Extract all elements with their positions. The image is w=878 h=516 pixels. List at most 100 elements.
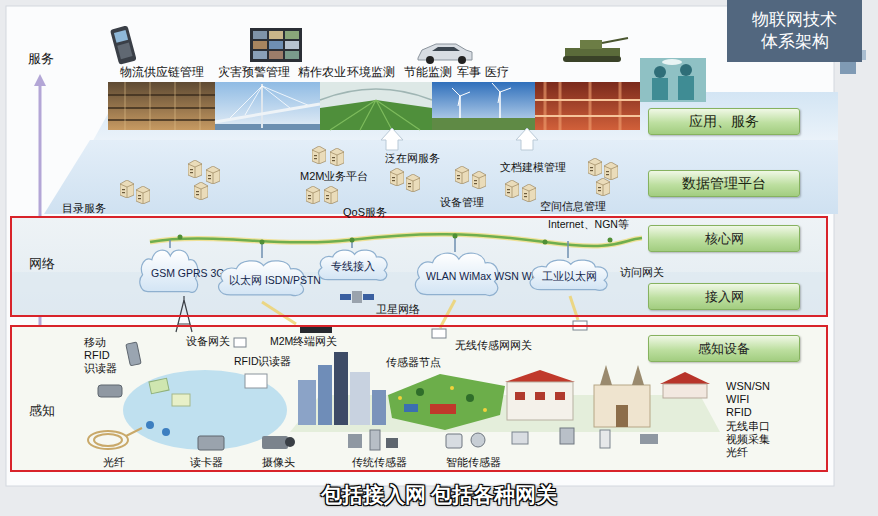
car-icon (418, 44, 472, 64)
annotation-label: 访问网关 (620, 266, 664, 278)
network-cloud: 专线接入 (314, 245, 392, 285)
server-icon (390, 168, 404, 186)
monitor-wall-icon (253, 51, 267, 59)
sensor-field (450, 386, 454, 390)
annotation-label: 泛在网服务 (385, 152, 440, 165)
church-building (616, 405, 628, 427)
upward-arrow (516, 128, 538, 150)
factory-photo (535, 100, 640, 116)
medical-photo (640, 58, 706, 102)
server-icon (522, 184, 536, 202)
satellite-icon (363, 294, 374, 300)
layer-axis-arrow (34, 74, 46, 86)
windfarm-photo (432, 82, 535, 130)
city-buildings (298, 352, 386, 425)
medical-photo (654, 66, 666, 78)
monitor-wall-icon (285, 41, 299, 49)
caption-text: 包括接入网 包括各种网关 (321, 481, 558, 509)
sensor-icons (348, 434, 362, 448)
sensor-field (430, 404, 456, 414)
house-building (660, 372, 710, 398)
sensor-field (483, 408, 487, 412)
server-icon (136, 186, 150, 204)
monitor-wall-icon (253, 41, 267, 49)
annotation-label: 设备网关 (186, 335, 230, 347)
annotation-label: 摄像头 (262, 456, 295, 469)
title-text: 物联网技术 体系架构 (745, 9, 845, 53)
handheld-scanner-icon (114, 30, 128, 43)
factory-building (507, 382, 573, 420)
sensor-icons (640, 434, 658, 444)
annotation-label: M2M业务平台 (300, 170, 368, 183)
server-icon (596, 178, 610, 196)
factory-photo (545, 82, 620, 130)
church-building (594, 385, 650, 427)
annotation-label: 读卡器 (190, 456, 223, 469)
monitor-wall-icon (250, 28, 302, 62)
server-icon (455, 166, 469, 184)
bridge-photo (261, 84, 263, 128)
annotation-label: 传感器节点 (386, 356, 441, 368)
backbone-network (543, 240, 548, 245)
car-icon (432, 47, 460, 51)
greenhouse-photo (320, 100, 432, 130)
annotation-label: 目录服务 (62, 202, 106, 215)
medical-photo (640, 58, 706, 102)
rfid-zone (245, 374, 267, 388)
node-label: WLAN WiMax WSN WPAN (426, 271, 488, 283)
annotation-label: 节能监测 (404, 66, 452, 80)
server-icon (312, 146, 326, 164)
handheld-scanner-icon (110, 25, 137, 64)
node-label: 网络 (29, 255, 55, 273)
annotation-label: 无线传感网网关 (455, 339, 532, 351)
annotation-label: M2M终端网关 (270, 335, 337, 347)
sensor-field (404, 404, 418, 412)
handheld-scanner-icon (117, 43, 132, 60)
fiber-coil-icon (126, 428, 142, 436)
cloud-outline (319, 250, 387, 280)
rfid-zone (146, 421, 154, 429)
service-band (44, 140, 838, 214)
city-buildings (334, 352, 348, 425)
annotation-label: 服务 (28, 52, 54, 67)
annotation-label: 医疗 (485, 66, 509, 80)
annotation-label: QoS服务 (343, 206, 387, 219)
server-icon (505, 180, 519, 198)
annotation-label: 传统传感器 (352, 456, 407, 469)
church-building (594, 365, 650, 427)
server-icon (330, 148, 344, 166)
sensor-icons (446, 434, 462, 448)
rfid-zone (262, 436, 288, 449)
greenhouse-photo (330, 100, 420, 130)
tank-icon (563, 38, 628, 62)
medical-photo (680, 64, 692, 76)
server-icon (120, 146, 618, 204)
city-buildings (318, 365, 332, 425)
bridge-photo (215, 82, 320, 130)
rfid-zone (198, 436, 224, 450)
medical-photo (652, 78, 668, 100)
annotation-label: WSN/SN WIFI RFID 无线串口 视频采集 光纤 (726, 380, 772, 459)
house-building (663, 384, 707, 398)
monitor-wall-icon (269, 31, 283, 39)
rfid-zone (123, 370, 287, 450)
gateway-icon (234, 338, 246, 347)
region-frame: 网络核心网GSM GPRS 3G以太网 ISDN/PSTN专线接入WLAN Wi… (10, 216, 828, 317)
car-icon (458, 56, 466, 64)
server-icon (604, 162, 618, 180)
factory-photo (535, 82, 640, 130)
city-buildings (372, 390, 386, 425)
satellite-icon (340, 294, 351, 300)
server-icon (588, 158, 602, 176)
node-label: 感知 (29, 402, 55, 420)
bridge-photo (215, 82, 320, 130)
rfid-zone (123, 370, 295, 450)
upward-arrow (381, 128, 538, 150)
rfid-zone (149, 378, 169, 393)
node-label: 核心网 (705, 230, 744, 248)
node-label: 接入网 (705, 288, 744, 306)
uplink-beam (262, 302, 296, 324)
server-icon (306, 186, 320, 204)
layer-box: 应用、服务 (648, 108, 800, 135)
